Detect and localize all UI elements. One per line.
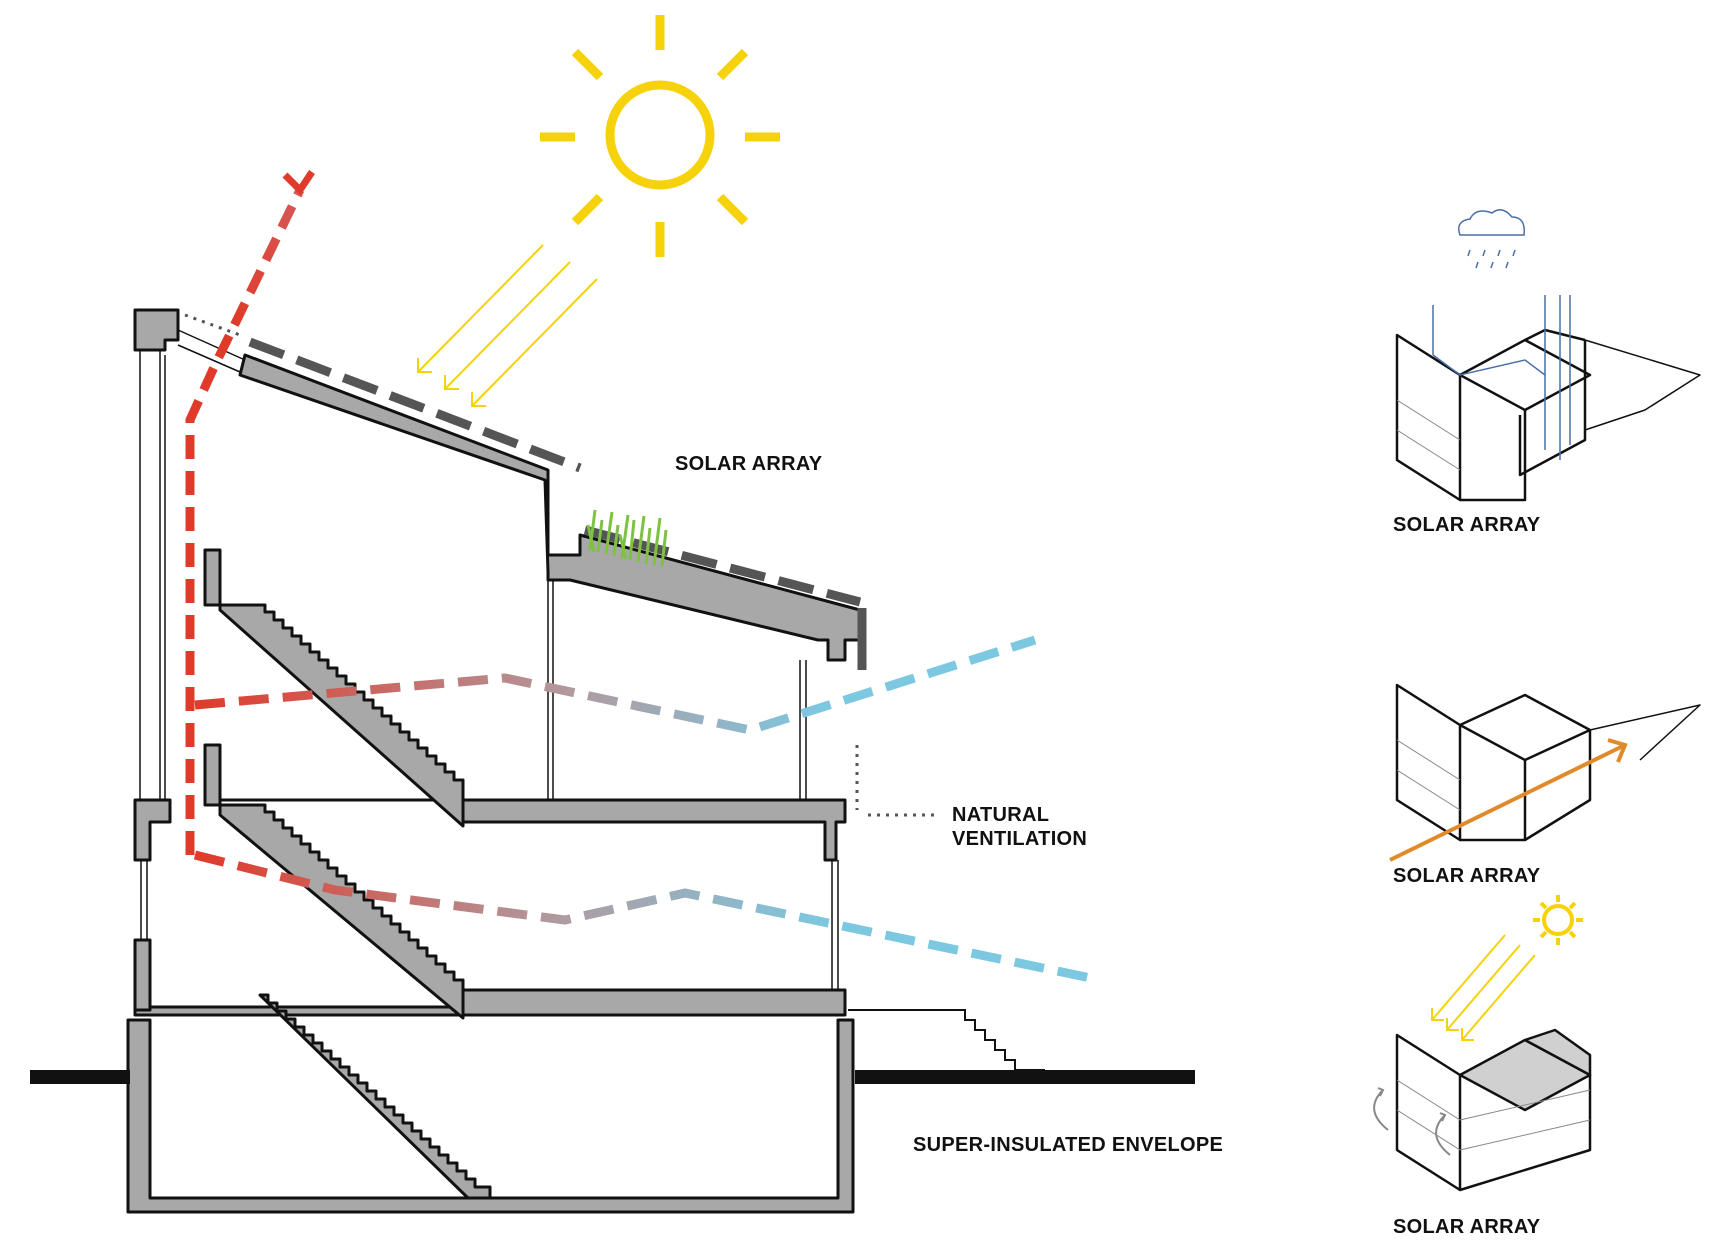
solar-panels — [248, 337, 867, 670]
super-insulated-envelope-label: SUPER-INSULATED ENVELOPE — [913, 1134, 1224, 1156]
panel-cross-vent-caption: SOLAR ARRAY — [1393, 865, 1541, 887]
solar-array-label: SOLAR ARRAY — [675, 453, 823, 475]
ground-line-right — [855, 1070, 1195, 1084]
ground-floor-slab-left — [133, 938, 152, 1012]
wind-arrow-icon — [1389, 738, 1628, 862]
stair-upper — [203, 548, 465, 828]
rain-downpipes — [1432, 295, 1571, 460]
panel-rainwater-caption: SOLAR ARRAY — [1393, 514, 1541, 536]
ventilation-leader — [855, 745, 935, 817]
second-floor-deck — [461, 988, 847, 1017]
sunlight-arrows — [417, 244, 598, 407]
small-sun-icon — [1533, 895, 1583, 945]
window-mullions — [139, 329, 839, 990]
rainwater-panel — [1395, 328, 1701, 502]
stair-basement — [258, 993, 492, 1200]
first-floor-deck — [461, 798, 847, 862]
panel-solar-gain-caption: SOLAR ARRAY — [1393, 1216, 1541, 1238]
parapet-left — [133, 308, 180, 352]
solar-gain-panel — [1395, 1028, 1592, 1192]
small-sunlight-arrows — [1431, 934, 1536, 1041]
first-floor-slab — [133, 798, 172, 862]
rotate-arrow-icon — [1373, 1087, 1451, 1156]
building-section — [126, 308, 862, 1214]
stair-middle — [203, 743, 465, 1020]
natural-ventilation-label-line1: NATURAL — [952, 804, 1050, 826]
rain-cloud-icon — [1458, 209, 1525, 269]
warm-air-flow — [185, 170, 315, 855]
exterior-steps — [848, 1009, 1045, 1071]
ground-line-left — [30, 1070, 130, 1084]
cool-air-flow — [193, 635, 1101, 985]
stairs — [203, 548, 492, 1200]
upper-roof-slab — [238, 353, 862, 662]
natural-ventilation-label-line2: VENTILATION — [952, 828, 1088, 850]
roof-vent-dots — [184, 313, 241, 337]
basement-envelope — [126, 1018, 855, 1214]
cross-vent-panel — [1395, 683, 1701, 842]
green-roof-icon — [586, 509, 668, 567]
sun-icon — [540, 15, 780, 257]
